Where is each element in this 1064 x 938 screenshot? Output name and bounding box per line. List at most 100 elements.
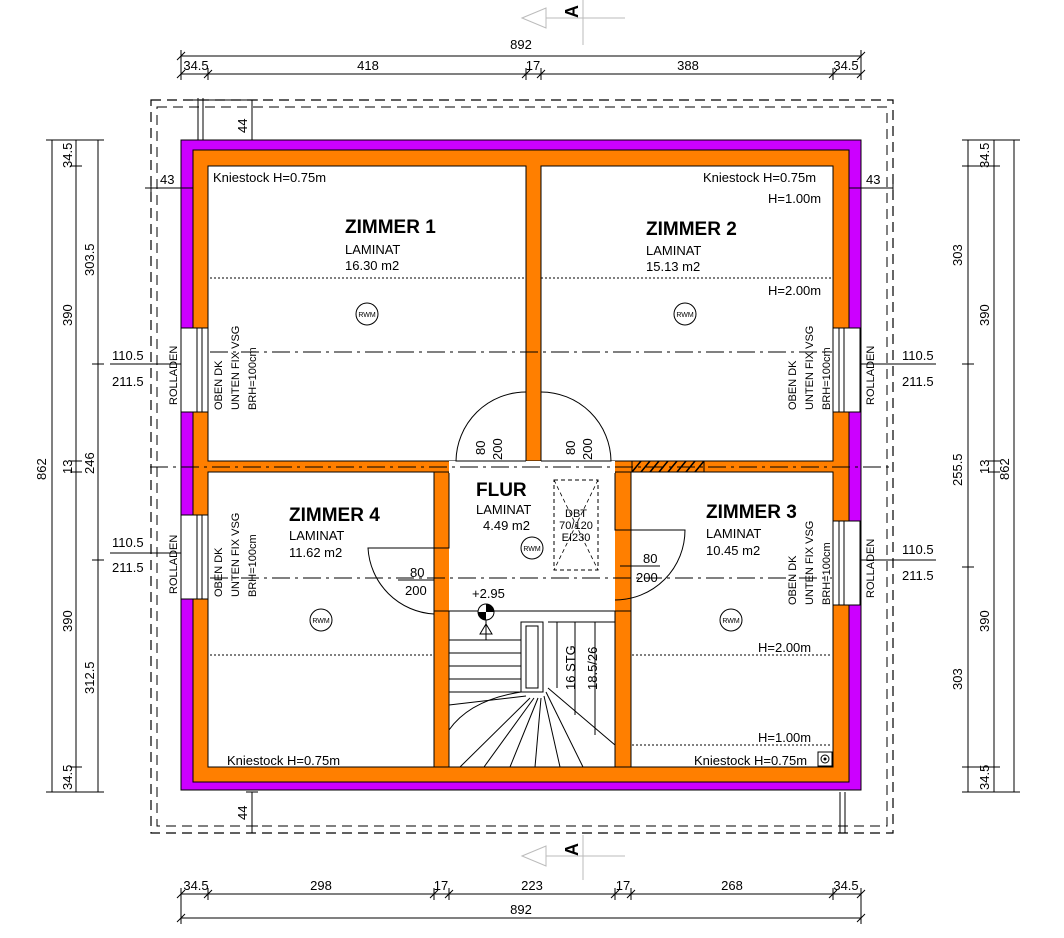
zimmer1-floor-type: LAMINAT bbox=[345, 242, 400, 257]
door-arc-zimmer4 bbox=[367, 547, 435, 615]
flur-floor-type: LAMINAT bbox=[476, 502, 531, 517]
svg-text:BRH=100cm: BRH=100cm bbox=[247, 347, 259, 410]
flur-wall-lower-right bbox=[614, 610, 632, 768]
flur-gap-left bbox=[433, 471, 450, 549]
dim-left-4: 390 bbox=[60, 610, 75, 632]
dim-left-1: 34.5 bbox=[60, 143, 75, 168]
rwm-zimmer3: RWM bbox=[719, 608, 743, 632]
side-offset-right bbox=[849, 182, 894, 194]
dim-right-5: 34.5 bbox=[977, 765, 992, 790]
dbt-line-2: 70/120 bbox=[559, 520, 593, 532]
window-desc-left-top: OBEN DK UNTEN FIX VSG BRH=100cm bbox=[213, 326, 259, 410]
door4-height: 200 bbox=[405, 583, 427, 598]
zimmer4-floor-type: LAMINAT bbox=[289, 528, 344, 543]
overhang-bottom bbox=[246, 791, 846, 833]
window-right-top bbox=[832, 327, 861, 413]
door3-width: 80 bbox=[643, 551, 657, 566]
zimmer4-name: ZIMMER 4 bbox=[289, 505, 380, 526]
dim-top-4: 388 bbox=[677, 58, 699, 73]
height-lines bbox=[210, 277, 832, 746]
dim-top-1: 34.5 bbox=[183, 58, 208, 73]
svg-text:RWM: RWM bbox=[722, 618, 740, 625]
door-arc-zimmer1 bbox=[455, 391, 527, 462]
svg-text:RWM: RWM bbox=[676, 312, 694, 319]
side-offset-left-label: 43 bbox=[160, 172, 174, 187]
window-dim-left-bottom: 110.5 211.5 bbox=[110, 535, 181, 575]
rwm-flur: RWM bbox=[520, 536, 544, 560]
zimmer3-floor-type: LAMINAT bbox=[706, 526, 761, 541]
dim-left-inner-1: 303.5 bbox=[82, 243, 97, 276]
outlet-icon bbox=[817, 751, 833, 767]
door1-width: 80 bbox=[473, 441, 488, 455]
dim-right-inner-3: 303 bbox=[950, 668, 965, 690]
svg-text:UNTEN FIX VSG: UNTEN FIX VSG bbox=[230, 513, 242, 597]
rolladen-left-top: ROLLADEN bbox=[168, 346, 180, 405]
side-offset-left bbox=[145, 182, 193, 194]
svg-text:110.5: 110.5 bbox=[902, 542, 934, 557]
window-desc-left-bottom: OBEN DK UNTEN FIX VSG BRH=100cm bbox=[213, 513, 259, 597]
level-marker-fill bbox=[478, 604, 494, 620]
svg-text:BRH=100cm: BRH=100cm bbox=[247, 534, 259, 597]
kniestock-bottom-right: Kniestock H=0.75m bbox=[694, 753, 807, 768]
zimmer3-name: ZIMMER 3 bbox=[706, 502, 797, 523]
zimmer3-area: 10.45 m2 bbox=[706, 543, 760, 558]
overhang-top bbox=[192, 98, 258, 141]
svg-text:UNTEN FIX VSG: UNTEN FIX VSG bbox=[230, 326, 242, 410]
svg-text:211.5: 211.5 bbox=[902, 568, 934, 583]
dim-right-total: 862 bbox=[997, 458, 1012, 480]
dim-bottom-6: 268 bbox=[721, 878, 743, 893]
rolladen-left-bottom: ROLLADEN bbox=[168, 535, 180, 594]
stairs-label: 16 STG bbox=[563, 645, 578, 690]
rwm-zimmer2: RWM bbox=[673, 302, 697, 326]
flur-wall-lower-left bbox=[433, 610, 450, 768]
window-right-bottom bbox=[832, 520, 861, 606]
svg-text:211.5: 211.5 bbox=[112, 560, 144, 575]
dim-left-3: 13 bbox=[60, 460, 75, 474]
dim-left bbox=[46, 139, 104, 793]
door4-width: 80 bbox=[410, 565, 424, 580]
axis-lines bbox=[150, 351, 893, 579]
dim-right bbox=[962, 139, 1020, 793]
zimmer4-area: 11.62 m2 bbox=[289, 545, 342, 560]
dim-left-total: 862 bbox=[34, 458, 49, 480]
door2-width: 80 bbox=[563, 441, 578, 455]
svg-text:RWM: RWM bbox=[523, 546, 541, 553]
dim-left-inner-2: 246 bbox=[82, 452, 97, 474]
door1-height: 200 bbox=[490, 438, 505, 460]
dim-bottom bbox=[176, 888, 866, 924]
door-arc-zimmer2 bbox=[540, 391, 612, 462]
rwm-zimmer1: RWM bbox=[355, 302, 379, 326]
zimmer2-area: 15.13 m2 bbox=[646, 259, 700, 274]
svg-text:OBEN DK: OBEN DK bbox=[787, 360, 799, 410]
flur-floor bbox=[449, 461, 615, 611]
svg-text:A: A bbox=[562, 5, 582, 18]
flur-name: FLUR bbox=[476, 480, 527, 501]
h200-bottom: H=2.00m bbox=[758, 640, 811, 655]
dim-left-2: 390 bbox=[60, 304, 75, 326]
svg-text:OBEN DK: OBEN DK bbox=[213, 360, 225, 410]
dim-bottom-4: 223 bbox=[521, 878, 543, 893]
level-label: +2.95 bbox=[472, 586, 505, 601]
staircase bbox=[448, 621, 616, 768]
svg-text:RWM: RWM bbox=[358, 312, 376, 319]
zimmer2-floor-type: LAMINAT bbox=[646, 243, 701, 258]
door2-height: 200 bbox=[580, 438, 595, 460]
section-marker-top: A bbox=[520, 0, 625, 45]
svg-text:211.5: 211.5 bbox=[902, 374, 934, 389]
dim-right-inner-2: 255.5 bbox=[950, 453, 965, 486]
h200-top: H=2.00m bbox=[768, 283, 821, 298]
rolladen-right-bottom: ROLLADEN bbox=[865, 539, 877, 598]
dim-bottom-7: 34.5 bbox=[833, 878, 858, 893]
dbt-hatch bbox=[553, 479, 599, 571]
svg-text:110.5: 110.5 bbox=[902, 348, 934, 363]
window-dim-right-top: 110.5 211.5 bbox=[860, 348, 936, 389]
dim-top-2: 418 bbox=[357, 58, 379, 73]
dim-bottom-2: 298 bbox=[310, 878, 332, 893]
stairs-ratio: 18.5/26 bbox=[585, 647, 600, 690]
dim-top-total: 892 bbox=[510, 37, 532, 52]
dim-top bbox=[176, 50, 866, 80]
svg-text:110.5: 110.5 bbox=[112, 535, 144, 550]
svg-text:OBEN DK: OBEN DK bbox=[213, 547, 225, 597]
flur-gap-right bbox=[614, 471, 632, 531]
